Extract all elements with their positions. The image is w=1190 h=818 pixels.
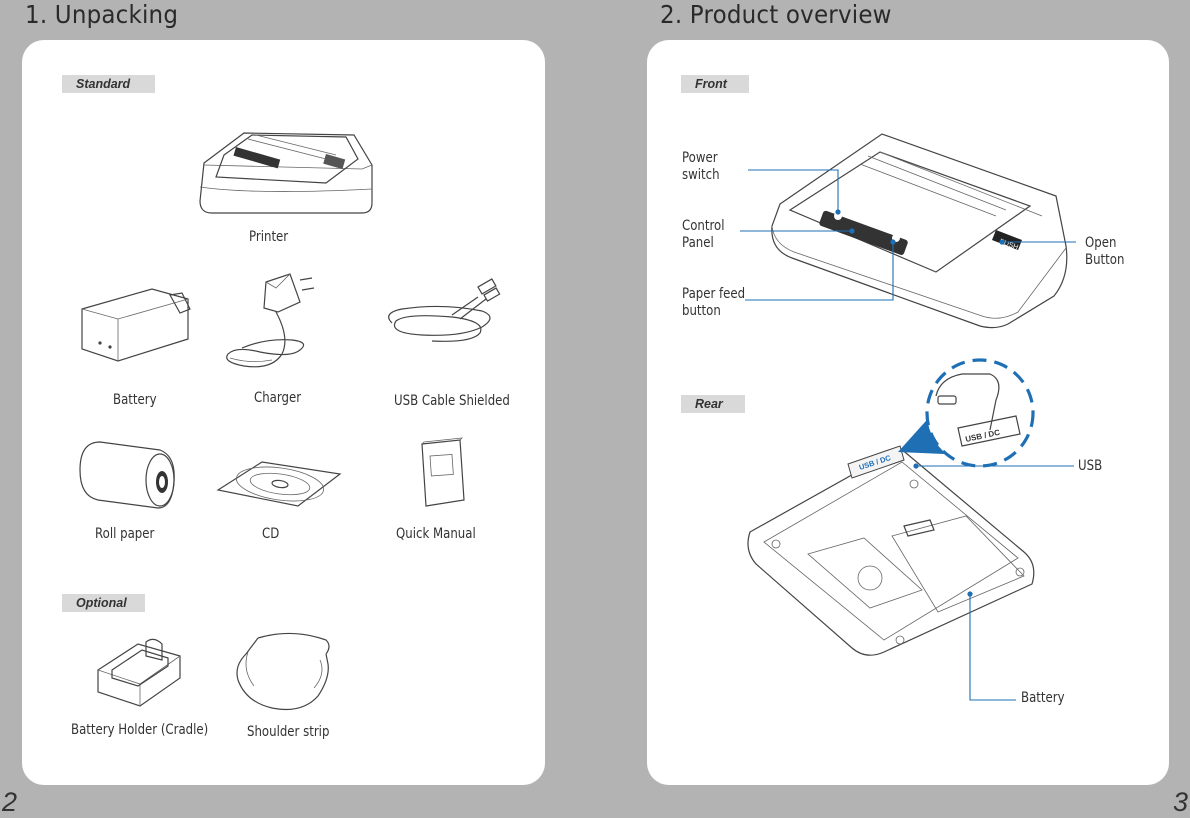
shoulder-strip-label: Shoulder strip	[247, 724, 330, 740]
charger-label: Charger	[254, 390, 302, 406]
charger-image	[226, 273, 315, 368]
callout-power-switch: Power switch	[682, 150, 720, 183]
page-number-right: 3	[1172, 787, 1188, 817]
battery-holder-label: Battery Holder (Cradle)	[71, 722, 209, 738]
quick-manual-image	[421, 437, 465, 507]
callout-battery: Battery	[1021, 690, 1065, 706]
unpacking-panel	[22, 40, 545, 785]
roll-paper-image	[79, 441, 175, 509]
cd-label: CD	[262, 526, 280, 542]
usb-cable-image	[388, 278, 501, 342]
battery-label: Battery	[113, 392, 157, 408]
battery-holder-image	[97, 638, 181, 707]
callout-control-panel: Control Panel	[682, 218, 725, 251]
roll-paper-label: Roll paper	[95, 526, 155, 542]
front-tag: Front	[681, 75, 749, 93]
quick-manual-label: Quick Manual	[396, 526, 476, 542]
battery-image	[81, 288, 191, 362]
page-number-left: 2	[2, 787, 18, 817]
section-title-product-overview: 2. Product overview	[660, 0, 892, 29]
callout-paper-feed: Paper feed button	[682, 286, 746, 319]
cd-image	[216, 461, 342, 507]
callout-usb: USB	[1078, 458, 1103, 474]
callout-open-button: Open Button	[1085, 235, 1125, 268]
printer-label: Printer	[249, 229, 289, 245]
printer-rear-image: USB / DC	[747, 445, 1035, 656]
usb-cable-label: USB Cable Shielded	[394, 393, 510, 409]
printer-image	[199, 132, 373, 214]
shoulder-strip-image	[236, 632, 330, 711]
optional-tag: Optional	[62, 594, 145, 612]
standard-tag: Standard	[62, 75, 155, 93]
section-title-unpacking: 1. Unpacking	[25, 0, 179, 29]
rear-tag: Rear	[681, 395, 745, 413]
